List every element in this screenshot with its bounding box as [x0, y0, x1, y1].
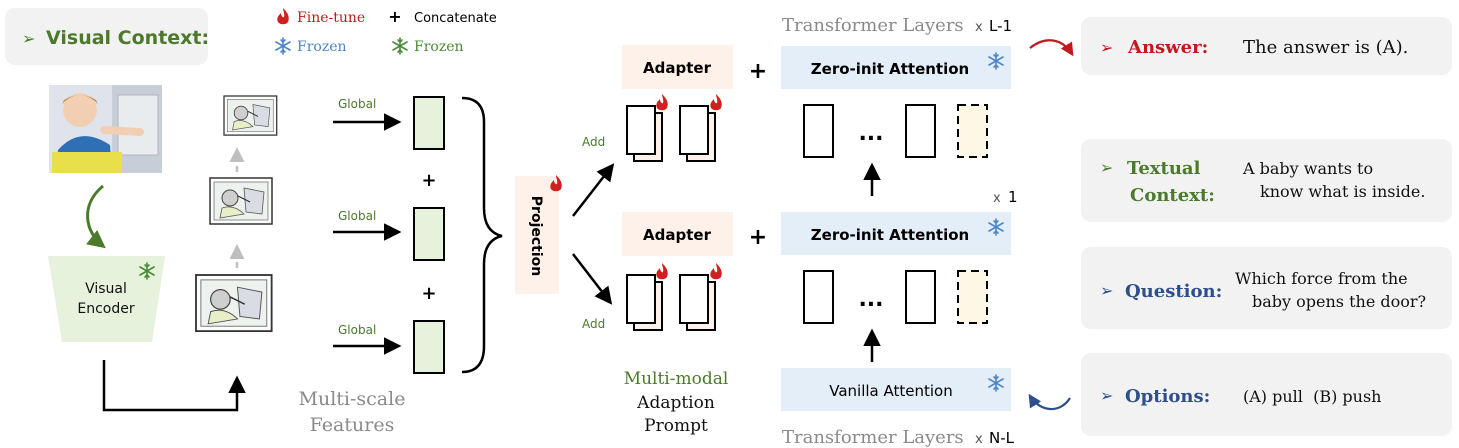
token-row-top: [803, 104, 988, 158]
adapter-prompt-tokens-bottom: [626, 274, 716, 331]
transformer-bottom-mult: N-L: [989, 429, 1015, 447]
question-label: Question:: [1125, 281, 1222, 302]
global-label-2: Global: [338, 209, 376, 223]
add-arrow-bottom: [572, 253, 613, 305]
image-to-encoder-arrow: [86, 184, 106, 249]
input-image: [49, 85, 162, 173]
visual-encoder-label-2: Encoder: [77, 301, 134, 317]
global-label-3: Global: [338, 323, 376, 337]
adapter-block-bottom: [622, 212, 733, 256]
legend-snowflake-blue-icon: [275, 37, 291, 55]
zero-init-attention-bottom: [781, 212, 1011, 255]
textual-text-1: A baby wants to: [1242, 159, 1373, 178]
options-bullet-icon: ➢: [1100, 386, 1113, 405]
answer-label: Answer:: [1127, 37, 1208, 58]
question-text-1: Which force from the: [1235, 269, 1408, 288]
transformer-top-mult-x: x: [975, 20, 983, 35]
question-text-2: baby opens the door?: [1252, 292, 1426, 311]
multiscale-caption-1: Multi-scale: [299, 388, 406, 410]
answer-bullet-icon: ➢: [1100, 38, 1113, 57]
visual-encoder-label-1: Visual: [85, 281, 127, 297]
feature-token-2: [413, 207, 445, 261]
options-to-input-arrow: [1028, 393, 1071, 411]
multiscale-caption-2: Features: [310, 414, 395, 436]
answer-panel: [1081, 17, 1452, 75]
projection-block: [515, 176, 559, 294]
transformer-mid-mult-x: x: [993, 191, 1001, 206]
adapter-flame-icon-3: [656, 263, 668, 280]
textual-label-2: Context:: [1130, 185, 1215, 206]
zero-init-attention-top: [781, 46, 1011, 89]
concat-brace: [461, 96, 503, 374]
feature-token-1: [413, 96, 445, 150]
textual-label-1: Textual: [1127, 158, 1201, 179]
output-to-answer-arrow: [1029, 39, 1074, 57]
adapter-plus-top: +: [749, 59, 767, 84]
options-label: Options:: [1125, 386, 1210, 407]
vanilla-attention-label: Vanilla Attention: [829, 382, 953, 400]
token-ellipsis-bottom: ...: [858, 287, 883, 312]
transformer-top-title: Transformer Layers: [782, 15, 964, 36]
encoder-to-features-arrow: [102, 360, 246, 412]
options-text: (A) pull (B) push: [1243, 387, 1381, 406]
vanilla-attention-block: [781, 368, 1011, 411]
multi-scale-images: [195, 95, 278, 333]
options-panel: [1081, 353, 1452, 436]
adapter-label-bottom: Adapter: [643, 226, 712, 244]
add-label-top: Add: [582, 135, 605, 149]
prompt-caption-3: Prompt: [644, 416, 708, 436]
zero-init-attention-bottom-label: Zero-init Attention: [811, 226, 969, 244]
adapter-plus-bottom: +: [749, 225, 767, 250]
textual-bullet-icon: ➢: [1100, 158, 1113, 177]
textual-context-panel: [1081, 139, 1452, 222]
legend-concatenate-label: Concatenate: [414, 11, 497, 26]
question-bullet-icon: ➢: [1100, 281, 1113, 300]
visual-context-bullet-icon: ➢: [22, 29, 35, 48]
legend-flame-icon: [277, 8, 289, 25]
prompt-caption-1: Multi-modal: [624, 369, 729, 389]
adapter-label-top: Adapter: [643, 59, 712, 77]
transformer-bottom-mult-x: x: [975, 432, 983, 447]
prompt-caption-2: Adaption: [636, 393, 715, 413]
legend-frozen-green-label: Frozen: [414, 39, 464, 55]
transformer-bottom-title: Transformer Layers: [782, 427, 964, 448]
feature-plus-1: +: [421, 170, 436, 191]
legend-frozen-blue-label: Frozen: [297, 39, 347, 55]
adapter-flame-icon-4: [710, 263, 722, 280]
feature-token-3: [413, 320, 445, 374]
adapter-flame-icon-1: [656, 94, 668, 111]
adapter-flame-icon-2: [710, 94, 722, 111]
projection-label: Projection: [528, 196, 544, 276]
zero-init-attention-top-label: Zero-init Attention: [811, 60, 969, 78]
adapter-prompt-tokens-top: [626, 105, 716, 162]
transformer-mid-mult: 1: [1008, 188, 1018, 206]
token-row-bottom: [803, 270, 988, 324]
transformer-top-mult: L-1: [989, 17, 1012, 35]
global-label-1: Global: [338, 97, 376, 111]
textual-text-2: know what is inside.: [1260, 182, 1425, 201]
add-arrow-top: [572, 163, 615, 217]
visual-encoder-block: [48, 256, 165, 342]
adapter-block-top: [622, 45, 733, 89]
visual-context-label: Visual Context:: [46, 27, 209, 49]
feature-plus-2: +: [421, 283, 436, 304]
legend-snowflake-green-icon: [392, 37, 408, 55]
add-label-bottom: Add: [582, 317, 605, 331]
token-ellipsis-top: ...: [858, 121, 883, 146]
legend-plus-icon: +: [388, 7, 401, 26]
answer-text: The answer is (A).: [1243, 37, 1408, 58]
visual-context-panel: [5, 8, 208, 65]
legend-finetune-label: Fine-tune: [297, 10, 365, 26]
question-panel: [1081, 247, 1452, 329]
